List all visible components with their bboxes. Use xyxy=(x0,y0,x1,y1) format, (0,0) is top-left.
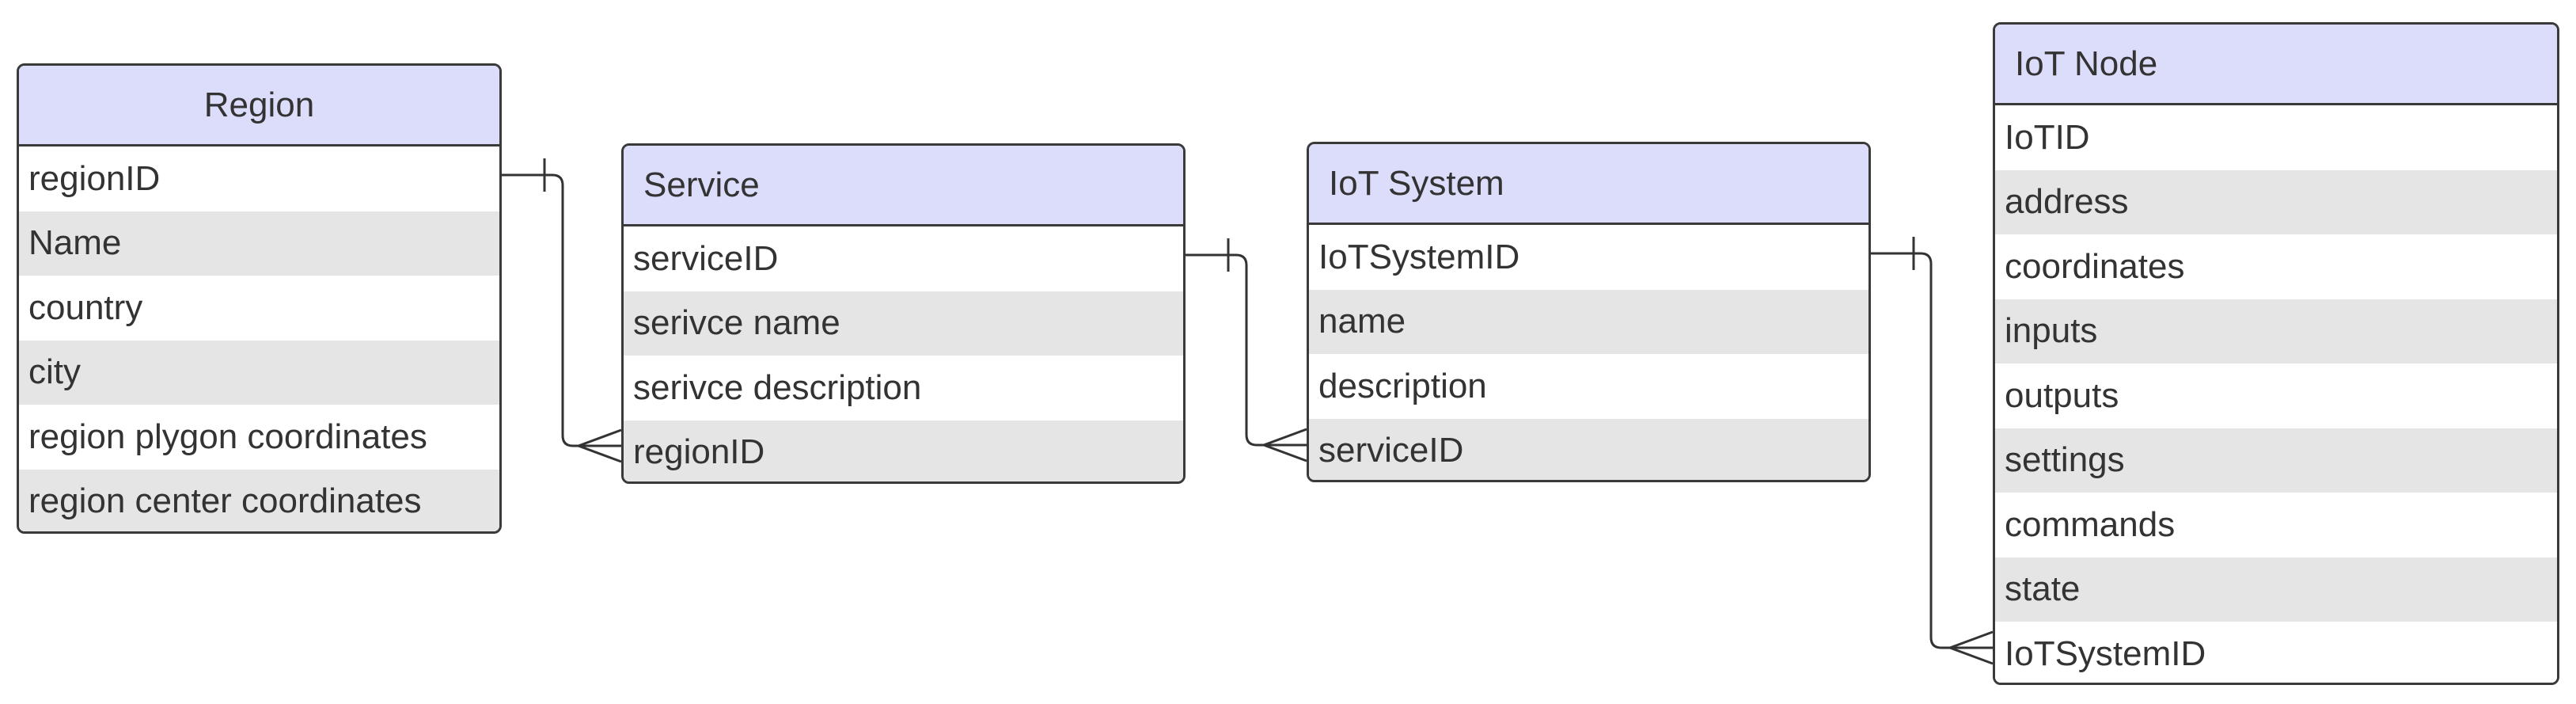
field-iot-system-name: name xyxy=(1309,289,1868,354)
connector-service-iot-system xyxy=(1186,238,1307,462)
field-iot-node-coordinates: coordinates xyxy=(1995,234,2557,299)
field-region-center-coordinates: region center coordinates xyxy=(19,469,499,531)
field-iot-node-iotid: IoTID xyxy=(1995,105,2557,170)
connector-line xyxy=(1186,253,1307,447)
many-crowfoot xyxy=(1260,428,1307,462)
field-service-name: serivce name xyxy=(624,291,1183,356)
region-entity-title: Region xyxy=(19,66,499,147)
many-crowfoot xyxy=(575,428,622,463)
field-iot-node-inputs: inputs xyxy=(1995,299,2557,363)
region-fields: regionID Name country city region plygon… xyxy=(19,147,499,531)
service-fields: serviceID serivce name serivce descripti… xyxy=(624,226,1183,481)
field-region-name: Name xyxy=(19,211,499,276)
field-iot-system-description: description xyxy=(1309,354,1868,419)
field-region-country: country xyxy=(19,276,499,341)
field-iot-node-outputs: outputs xyxy=(1995,363,2557,428)
field-iot-node-settings: settings xyxy=(1995,428,2557,493)
iot-node-entity[interactable]: IoT Node IoTID address coordinates input… xyxy=(1993,22,2559,685)
service-entity[interactable]: Service serviceID serivce name serivce d… xyxy=(621,143,1186,484)
field-iot-node-state: state xyxy=(1995,557,2557,622)
field-iot-node-iotsystemid: IoTSystemID xyxy=(1995,622,2557,683)
connector-iot-system-iot-node xyxy=(1871,237,1994,665)
iot-node-entity-title: IoT Node xyxy=(1995,25,2557,105)
region-entity[interactable]: Region regionID Name country city region… xyxy=(17,63,502,534)
field-iot-node-commands: commands xyxy=(1995,493,2557,557)
service-entity-title: Service xyxy=(624,146,1183,226)
iot-system-entity[interactable]: IoT System IoTSystemID name description … xyxy=(1307,142,1871,482)
connector-line xyxy=(1871,252,1993,649)
iot-system-fields: IoTSystemID name description serviceID xyxy=(1309,225,1868,480)
field-region-city: city xyxy=(19,340,499,405)
field-iot-system-id: IoTSystemID xyxy=(1309,225,1868,290)
field-service-regionid: regionID xyxy=(624,420,1183,481)
connector-region-service xyxy=(502,158,622,463)
field-service-description: serivce description xyxy=(624,356,1183,420)
many-crowfoot xyxy=(1946,630,1994,665)
field-region-polygon-coordinates: region plygon coordinates xyxy=(19,405,499,470)
connector-line xyxy=(502,173,621,447)
iot-node-fields: IoTID address coordinates inputs outputs… xyxy=(1995,105,2557,683)
field-iot-node-address: address xyxy=(1995,169,2557,234)
field-service-serviceid: serviceID xyxy=(624,226,1183,291)
field-iot-system-serviceid: serviceID xyxy=(1309,418,1868,480)
field-region-regionid: regionID xyxy=(19,147,499,211)
iot-system-entity-title: IoT System xyxy=(1309,144,1868,225)
